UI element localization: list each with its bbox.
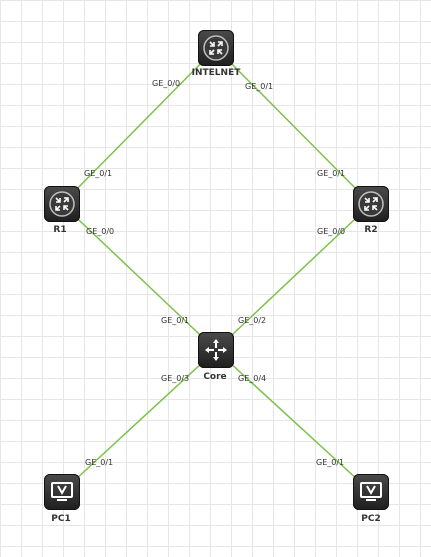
pc-pc2-label: PC2 <box>361 514 381 524</box>
link-r2-core[interactable] <box>215 203 372 351</box>
port-label-core-ge01: GE_0/1 <box>161 316 190 325</box>
port-label-core-ge03: GE_0/3 <box>161 374 190 383</box>
link-intelnet-r2[interactable] <box>215 47 372 205</box>
router-r2-label: R2 <box>364 225 378 235</box>
link-core-pc2[interactable] <box>215 349 372 493</box>
pc-pc1-label: PC1 <box>51 514 71 524</box>
port-label-r1-ge00: GE_0/0 <box>86 227 115 236</box>
router-intelnet-label: INTELNET <box>191 68 241 78</box>
pc-pc1[interactable] <box>44 474 80 510</box>
router-icon <box>203 35 229 61</box>
router-icon <box>358 191 384 217</box>
switch-core-label: Core <box>203 372 227 382</box>
switch-icon <box>205 339 227 361</box>
router-intelnet[interactable] <box>198 30 234 66</box>
port-label-intelnet-ge01: GE_0/1 <box>245 82 274 91</box>
port-label-r2-ge01: GE_0/1 <box>317 169 346 178</box>
pc-icon <box>51 482 73 501</box>
router-r2[interactable] <box>353 186 389 222</box>
port-label-pc1-ge01: GE_0/1 <box>85 458 114 467</box>
pc-icon <box>360 482 382 501</box>
router-icon <box>49 191 75 217</box>
port-label-intelnet-ge00: GE_0/0 <box>152 79 181 88</box>
port-label-r2-ge00: GE_0/0 <box>317 227 346 236</box>
router-r1[interactable] <box>44 186 80 222</box>
port-label-pc2-ge01: GE_0/1 <box>316 458 345 467</box>
port-label-core-ge02: GE_0/2 <box>238 316 267 325</box>
port-label-core-ge04: GE_0/4 <box>238 374 267 383</box>
port-label-r1-ge01: GE_0/1 <box>84 169 113 178</box>
pc-pc2[interactable] <box>353 474 389 510</box>
link-core-pc1[interactable] <box>61 349 217 493</box>
link-r1-core[interactable] <box>61 203 217 351</box>
link-intelnet-r1[interactable] <box>61 47 217 205</box>
router-r1-label: R1 <box>53 225 67 235</box>
switch-core[interactable] <box>198 332 234 368</box>
